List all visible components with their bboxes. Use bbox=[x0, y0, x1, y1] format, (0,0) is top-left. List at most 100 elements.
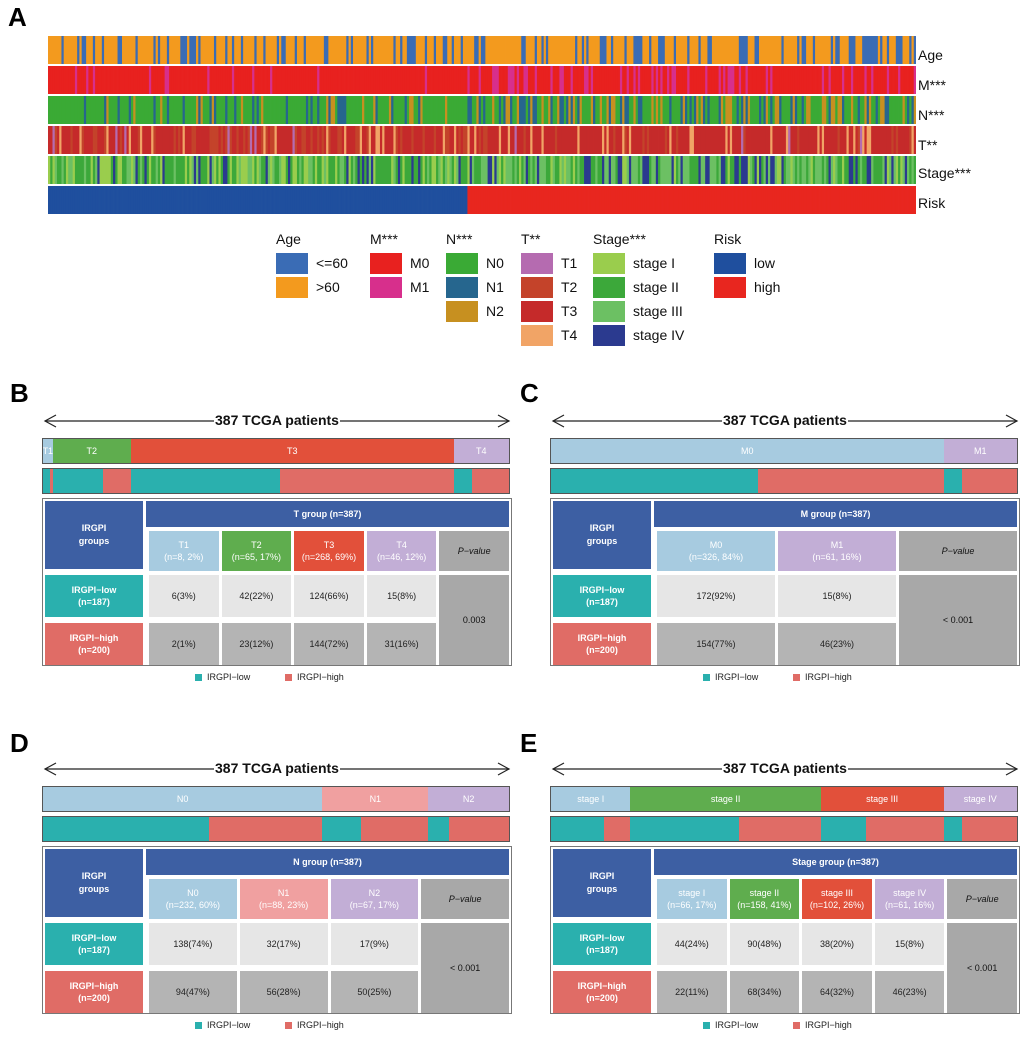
heatmap-cell-m bbox=[635, 66, 639, 94]
heatmap-cell-m bbox=[48, 66, 51, 94]
heatmap-cell-stage bbox=[388, 156, 392, 184]
heatmap-cell-stage bbox=[853, 156, 856, 184]
heatmap-cell-risk bbox=[586, 186, 589, 214]
heatmap-cell-n bbox=[646, 96, 650, 124]
legend-item-label: T3 bbox=[561, 303, 578, 319]
heatmap-cell-t bbox=[873, 126, 877, 154]
heatmap-cell-risk bbox=[626, 186, 630, 214]
heatmap-cell-stage bbox=[193, 156, 197, 184]
heatmap-cell-m bbox=[521, 66, 524, 94]
heatmap-cell-age bbox=[413, 36, 417, 64]
heatmap-cell-t bbox=[247, 126, 251, 154]
heatmap-cell-age bbox=[772, 36, 776, 64]
heatmap-cell-risk bbox=[550, 186, 554, 214]
heatmap-cell-age bbox=[317, 36, 320, 64]
heatmap-cell-risk bbox=[193, 186, 197, 214]
heatmap-cell-n bbox=[240, 96, 244, 124]
heatmap-cell-t bbox=[467, 126, 471, 154]
heatmap-cell-age bbox=[741, 36, 744, 64]
heatmap-cell-n bbox=[687, 96, 690, 124]
heatmap-cell-age bbox=[393, 36, 397, 64]
heatmap-cell-risk bbox=[303, 186, 307, 214]
panel-title-text: 387 TCGA patients bbox=[722, 412, 848, 428]
heatmap-cell-t bbox=[411, 126, 414, 154]
heatmap-cell-risk bbox=[561, 186, 565, 214]
heatmap-cell-risk bbox=[718, 186, 722, 214]
heatmap-cell-m bbox=[198, 66, 201, 94]
heatmap-cell-m bbox=[480, 66, 484, 94]
heatmap-cell-n bbox=[536, 96, 540, 124]
heatmap-cell-stage bbox=[496, 156, 500, 184]
heatmap-cell-n bbox=[106, 96, 109, 124]
heatmap-cell-t bbox=[344, 126, 347, 154]
heatmap-cell-t bbox=[303, 126, 307, 154]
heatmap-cell-stage bbox=[213, 156, 217, 184]
heatmap-cell-age bbox=[653, 36, 657, 64]
heatmap-cell-age bbox=[68, 36, 71, 64]
heatmap-cell-t bbox=[871, 126, 874, 154]
heatmap-cell-risk bbox=[624, 186, 628, 214]
heatmap-cell-risk bbox=[734, 186, 737, 214]
heatmap-cell-t bbox=[469, 126, 473, 154]
heatmap-cell-m bbox=[261, 66, 264, 94]
heatmap-cell-m bbox=[332, 66, 336, 94]
heatmap-cell-t bbox=[581, 126, 585, 154]
heatmap-cell-n bbox=[462, 96, 466, 124]
heatmap-cell-n bbox=[444, 96, 448, 124]
heatmap-cell-n bbox=[68, 96, 71, 124]
heatmap-cell-n bbox=[610, 96, 614, 124]
heatmap-cell-stage bbox=[184, 156, 188, 184]
heatmap-cell-t bbox=[844, 126, 847, 154]
heatmap-cell-n bbox=[471, 96, 475, 124]
heatmap-cell-risk bbox=[913, 186, 916, 214]
heatmap-cell-t bbox=[698, 126, 702, 154]
legend-swatch bbox=[714, 277, 746, 298]
heatmap-cell-n bbox=[624, 96, 628, 124]
heatmap-cell-risk bbox=[792, 186, 796, 214]
heatmap-cell-m bbox=[826, 66, 829, 94]
heatmap-cell-stage bbox=[393, 156, 397, 184]
heatmap-cell-m bbox=[765, 66, 769, 94]
heatmap-cell-n bbox=[732, 96, 735, 124]
heatmap-cell-n bbox=[510, 96, 513, 124]
heatmap-cell-stage bbox=[61, 156, 65, 184]
heatmap-cell-age bbox=[725, 36, 728, 64]
heatmap-cell-n bbox=[458, 96, 462, 124]
legend-item-label: stage IV bbox=[633, 327, 685, 343]
heatmap-cell-m bbox=[662, 66, 666, 94]
heatmap-cell-risk bbox=[815, 186, 818, 214]
heatmap-cell-stage bbox=[868, 156, 872, 184]
heatmap-cell-m bbox=[287, 66, 291, 94]
heatmap-cell-stage bbox=[312, 156, 316, 184]
risk-split-high-segment bbox=[738, 817, 821, 841]
heatmap-cell-n bbox=[415, 96, 419, 124]
heatmap-cell-age bbox=[734, 36, 737, 64]
heatmap-cell-risk bbox=[548, 186, 551, 214]
heatmap-cell-t bbox=[213, 126, 217, 154]
heatmap-cell-stage bbox=[391, 156, 394, 184]
heatmap-cell-m bbox=[341, 66, 345, 94]
heatmap-cell-n bbox=[505, 96, 509, 124]
heatmap-cell-t bbox=[788, 126, 791, 154]
heatmap-cell-n bbox=[891, 96, 894, 124]
heatmap-cell-age bbox=[173, 36, 177, 64]
heatmap-cell-m bbox=[776, 66, 780, 94]
heatmap-cell-n bbox=[738, 96, 742, 124]
heatmap-cell-stage bbox=[218, 156, 222, 184]
heatmap-cell-n bbox=[411, 96, 414, 124]
heatmap-cell-age bbox=[554, 36, 558, 64]
heatmap-cell-stage bbox=[283, 156, 287, 184]
heatmap-cell-age bbox=[752, 36, 755, 64]
heatmap-cell-n bbox=[527, 96, 531, 124]
heatmap-cell-m bbox=[833, 66, 836, 94]
heatmap-cell-risk bbox=[256, 186, 260, 214]
heatmap-cell-t bbox=[92, 126, 96, 154]
heatmap-cell-m bbox=[272, 66, 275, 94]
heatmap-cell-n bbox=[660, 96, 663, 124]
heatmap-cell-stage bbox=[525, 156, 529, 184]
heatmap-cell-age bbox=[821, 36, 825, 64]
heatmap-cell-m bbox=[86, 66, 89, 94]
heatmap-cell-age bbox=[857, 36, 861, 64]
heatmap-cell-t bbox=[328, 126, 331, 154]
heatmap-cell-t bbox=[153, 126, 157, 154]
